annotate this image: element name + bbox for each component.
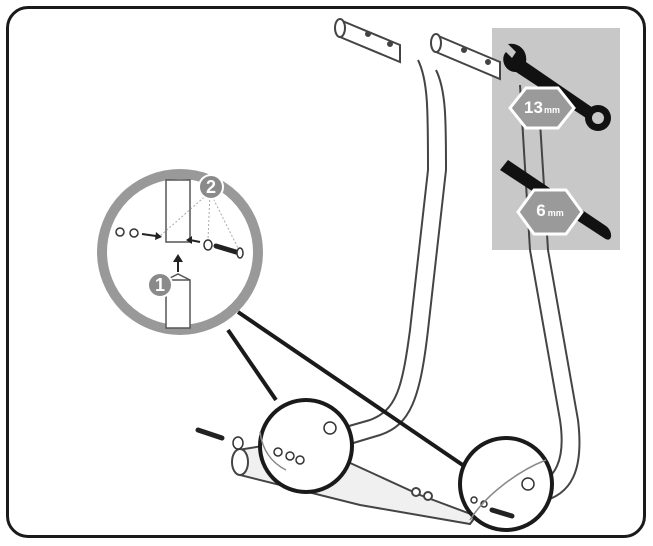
step-number-2: 2: [206, 177, 216, 197]
detail-callout-left: [258, 398, 354, 494]
bolt-part: [195, 427, 244, 450]
wrench-icon: [503, 43, 611, 131]
step-badge-1: 1: [147, 272, 173, 298]
detail-callout-right: [458, 436, 554, 532]
hex-6mm: [516, 188, 584, 236]
step-number-1: 1: [155, 275, 165, 295]
callout-lines: [226, 310, 472, 472]
step-badge-2: 2: [198, 174, 224, 200]
detail-callout-large: [97, 169, 263, 335]
hex-13mm: [508, 86, 576, 130]
tool-size-13mm: 13mm: [524, 98, 560, 117]
